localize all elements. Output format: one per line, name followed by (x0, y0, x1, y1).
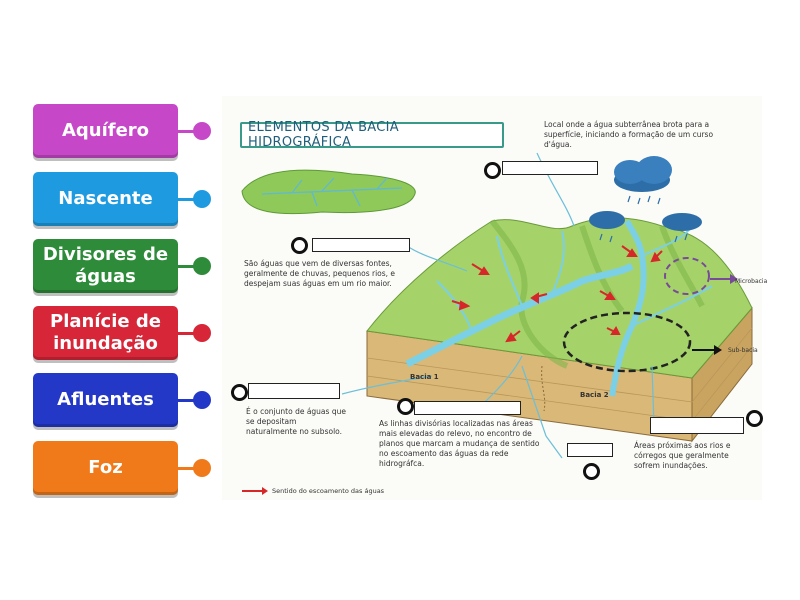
label-connector-dot[interactable] (193, 257, 211, 275)
label-connector-line (178, 130, 196, 133)
microbacia-label: Microbacia (735, 278, 768, 285)
drop-target-box[interactable] (312, 238, 410, 252)
bacia-1-label: Bacia 1 (410, 373, 439, 381)
watershed-diagram: ELEMENTOS DA BACIA HIDROGRÁFICA Local on… (222, 96, 767, 500)
label-connector-dot[interactable] (193, 324, 211, 342)
drop-target-box[interactable] (414, 401, 521, 415)
label-connector-line (178, 399, 196, 402)
afluentes-description: São águas que vem de diversas fontes, ge… (244, 259, 396, 288)
label-tile-text: Planície de inundação (50, 311, 161, 354)
divisores-description: As linhas divisórias localizadas nas áre… (379, 419, 540, 468)
label-tile[interactable]: Nascente (33, 172, 178, 226)
label-tile-text: Foz (88, 457, 123, 478)
drop-target-ring[interactable] (484, 162, 501, 179)
small-map-illustration (241, 169, 416, 215)
drop-target-box[interactable] (567, 443, 613, 457)
bacia-2-label: Bacia 2 (580, 391, 609, 399)
label-tile[interactable]: Divisores de águas (33, 239, 178, 293)
label-connector-dot[interactable] (193, 459, 211, 477)
label-tile-text: Divisores de águas (42, 244, 169, 287)
label-connector-dot[interactable] (193, 190, 211, 208)
label-tile-text: Nascente (58, 188, 153, 209)
label-tile[interactable]: Aquífero (33, 104, 178, 158)
drop-target-ring[interactable] (583, 463, 600, 480)
rain-cloud-icon (589, 156, 702, 243)
label-connector-line (178, 198, 196, 201)
label-tile[interactable]: Afluentes (33, 373, 178, 427)
drop-target-box[interactable] (650, 417, 744, 434)
label-tile-text: Afluentes (57, 389, 154, 410)
legend-label: Sentido do escoamento das águas (272, 487, 385, 495)
subbacia-label: Sub-bacia (728, 347, 758, 354)
drop-target-ring[interactable] (397, 398, 414, 415)
label-tile[interactable]: Planície de inundação (33, 306, 178, 360)
label-connector-line (178, 265, 196, 268)
drop-target-ring[interactable] (746, 410, 763, 427)
label-tile[interactable]: Foz (33, 441, 178, 495)
drop-target-ring[interactable] (231, 384, 248, 401)
nascente-description: Local onde a água subterrânea brota para… (544, 120, 714, 149)
diagram-title: ELEMENTOS DA BACIA HIDROGRÁFICA (240, 120, 504, 150)
aquifero-description: É o conjunto de águas que se depositam n… (246, 407, 346, 436)
label-connector-line (178, 332, 196, 335)
label-connector-line (178, 467, 196, 470)
drop-target-box[interactable] (502, 161, 598, 175)
planicie-description: Áreas próximas aos rios e córregos que g… (634, 441, 731, 470)
drop-target-ring[interactable] (291, 237, 308, 254)
label-connector-dot[interactable] (193, 391, 211, 409)
label-tile-text: Aquífero (61, 120, 150, 141)
label-connector-dot[interactable] (193, 122, 211, 140)
drop-target-box[interactable] (248, 383, 340, 399)
